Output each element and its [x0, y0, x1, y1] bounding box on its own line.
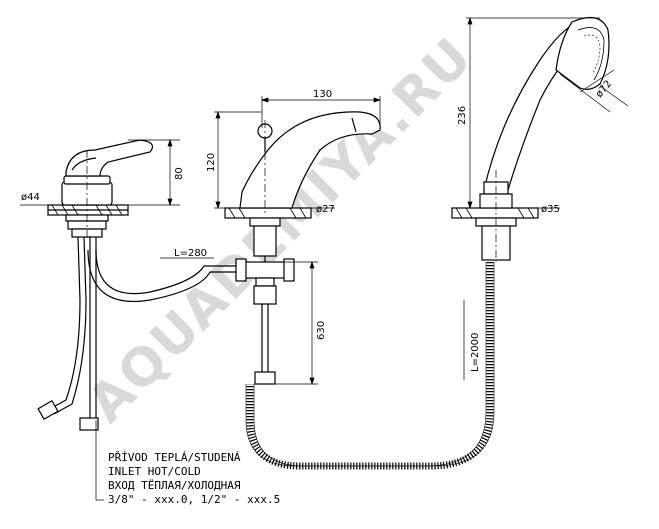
left-mixer: [37, 139, 240, 431]
note-line-2: INLET HOT/COLD: [108, 465, 201, 478]
center-dimensions: [214, 96, 382, 386]
left-dimensions: [20, 138, 214, 259]
dim-hose-length-left: L=280: [174, 248, 207, 259]
dim-spout-width: 130: [313, 89, 332, 100]
dim-left-diameter: ø44: [21, 192, 40, 203]
shower-assembly: [245, 16, 610, 470]
dim-shower-height: 236: [457, 106, 468, 125]
watermark: AQUADEMIYA.RU: [77, 26, 485, 434]
dim-center-diameter: ø27: [316, 204, 335, 215]
dim-pipe-length: 630: [316, 321, 327, 340]
dim-right-diameter: ø35: [541, 204, 560, 215]
dim-left-height: 80: [174, 167, 185, 180]
center-spout: [224, 111, 381, 385]
shower-dimensions: [463, 16, 629, 380]
dim-shower-hose-length: L=2000: [470, 333, 481, 372]
note-line-3: ВХОД ТЁПЛАЯ/ХОЛОДНАЯ: [108, 479, 241, 492]
note-line-1: PŘÍVOD TEPLÁ/STUDENÁ: [108, 451, 241, 464]
note-line-4: 3/8" - xxx.0, 1/2" - xxx.5: [108, 493, 280, 506]
dim-center-height: 120: [206, 153, 217, 172]
